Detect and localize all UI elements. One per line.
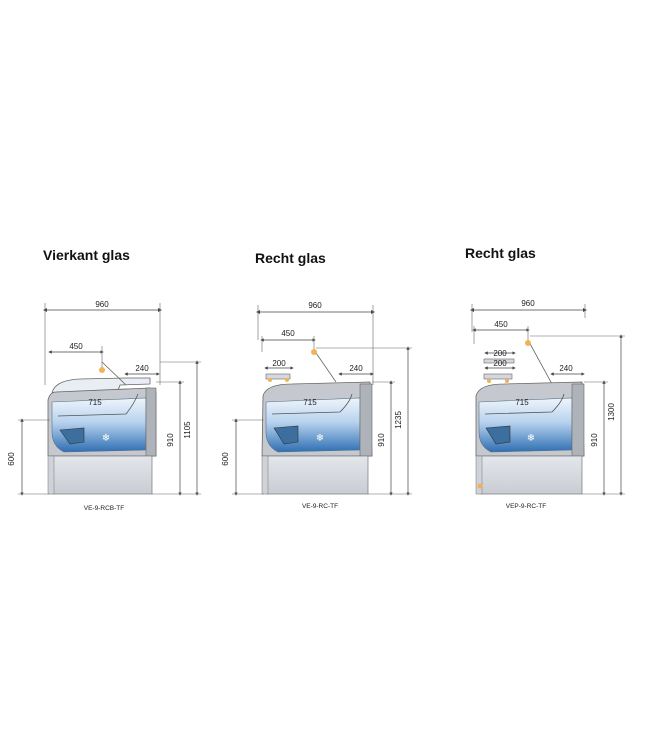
diagram-vierkant-glas: 960 450 240 715 ❄ 600	[7, 300, 201, 512]
dim-top-open: 450	[494, 320, 508, 329]
model-code: VE-9-RCB-TF	[84, 505, 124, 512]
snowflake-icon: ❄	[102, 433, 110, 444]
lamp-icon	[525, 340, 531, 346]
model-code: VEP-9-RC-TF	[506, 503, 546, 510]
dim-body-height: 910	[377, 433, 386, 447]
dim-body-height: 910	[590, 433, 599, 447]
dim-shelf-mid: 200	[493, 359, 507, 368]
dim-width: 960	[95, 300, 109, 309]
diagram-title-recht-glas-2: Recht glas	[465, 245, 536, 261]
dim-shelf: 240	[349, 364, 363, 373]
dim-shelf: 240	[135, 364, 149, 373]
dim-total-height: 1300	[607, 403, 616, 421]
dim-total-height: 1235	[394, 411, 403, 429]
dim-top-open: 450	[281, 329, 295, 338]
dim-total-height: 1105	[183, 421, 192, 439]
diagram-recht-glas-1: 960 450 200 240 715 ❄ 600	[221, 301, 412, 510]
diagram-title-recht-glas-1: Recht glas	[255, 250, 326, 266]
lamp-icon	[99, 367, 105, 373]
dim-shelf-top: 200	[272, 359, 286, 368]
dim-base-height: 600	[7, 452, 16, 466]
diagram-recht-glas-2: 960 450 200 200 240 715 ❄	[470, 299, 625, 510]
dim-shelf-top: 200	[493, 349, 507, 358]
dim-width: 960	[521, 299, 535, 308]
snowflake-icon: ❄	[527, 433, 535, 444]
dim-inner: 715	[303, 398, 317, 407]
dim-inner: 715	[515, 398, 529, 407]
diagram-title-vierkant-glas: Vierkant glas	[43, 247, 130, 263]
lamp-icon	[311, 349, 317, 355]
dim-body-height: 910	[166, 433, 175, 447]
dim-inner: 715	[88, 398, 102, 407]
dim-width: 960	[308, 301, 322, 310]
dim-shelf: 240	[559, 364, 573, 373]
dim-top-open: 450	[69, 342, 83, 351]
model-code: VE-9-RC-TF	[302, 503, 338, 510]
dim-base-height: 600	[221, 452, 230, 466]
snowflake-icon: ❄	[316, 433, 324, 444]
